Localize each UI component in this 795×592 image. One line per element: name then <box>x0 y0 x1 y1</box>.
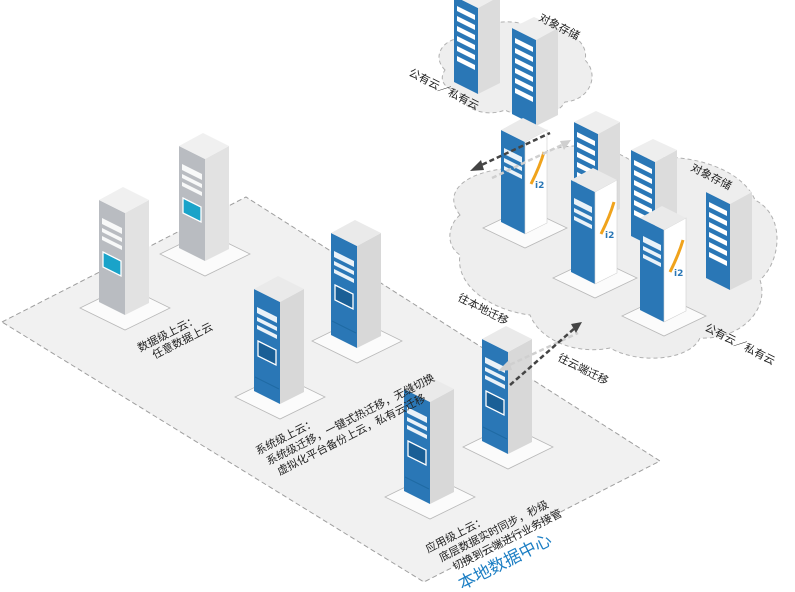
datacenter-zone <box>0 196 662 583</box>
storage-server-top-2 <box>512 17 558 126</box>
to-cloud-label: 往云端迁移 <box>556 350 611 387</box>
storage-server-top-1 <box>454 0 500 94</box>
arrow-to-local <box>502 331 579 370</box>
storage-server-mid-3 <box>706 181 752 290</box>
arrow-to-cloud <box>509 326 577 386</box>
arrow-down-to-mid <box>474 131 551 170</box>
arrow-up-to-top <box>491 141 567 180</box>
